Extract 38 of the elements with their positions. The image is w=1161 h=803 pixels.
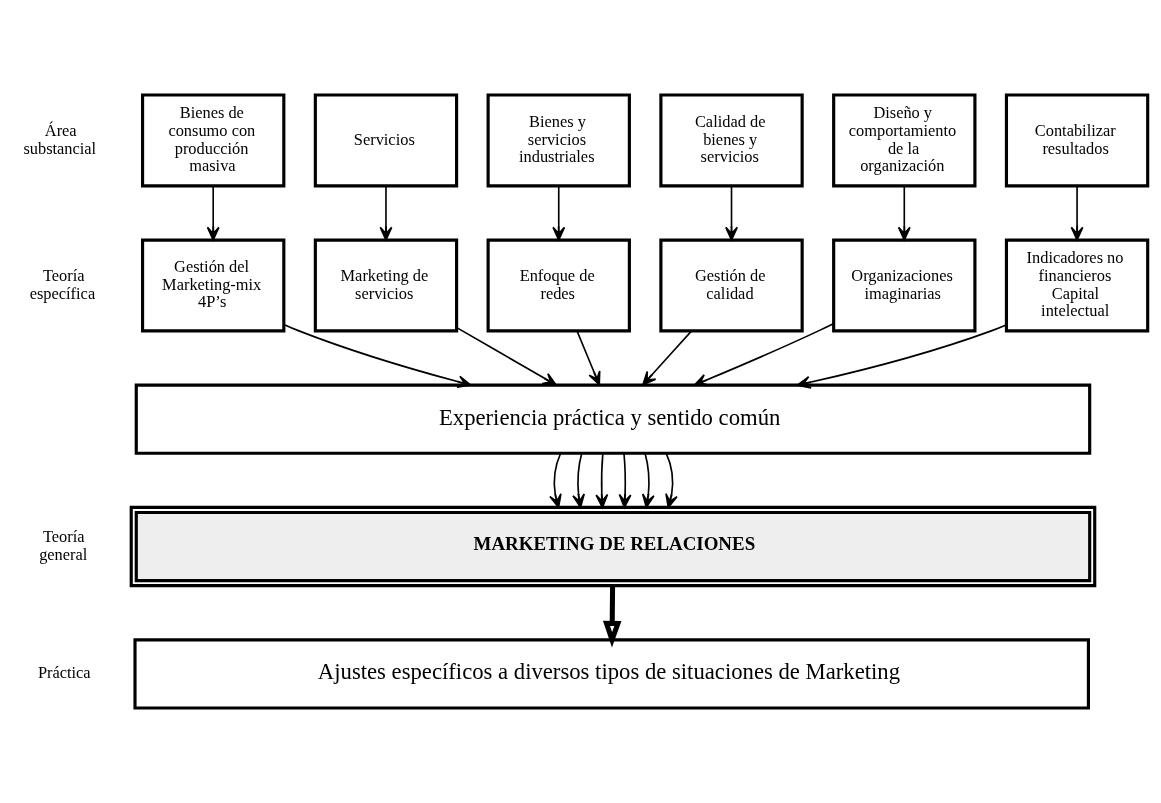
arrow <box>576 330 601 386</box>
arrow <box>693 322 835 387</box>
arrow <box>642 330 693 386</box>
arrow <box>897 185 911 241</box>
arrow <box>618 452 632 509</box>
arrow <box>572 452 585 509</box>
label: Área substancial <box>23 120 97 158</box>
label: Teoría general <box>39 526 88 564</box>
node-box: Contabilizar resultados <box>1004 93 1150 188</box>
node-box: Enfoque de redes <box>486 238 631 333</box>
arrow <box>725 185 739 241</box>
node-box: Diseño y comportamiento de la organización <box>832 93 977 188</box>
node-box: Bienes de consumo con producción masiva <box>141 93 286 188</box>
node-box: Organizaciones imaginarias <box>832 238 977 333</box>
node-box: Experiencia práctica y sentido común <box>134 383 1092 455</box>
arrow <box>283 323 472 389</box>
arrow <box>602 585 622 648</box>
arrow <box>552 185 566 241</box>
node-box: Calidad de bienes y servicios <box>659 93 804 188</box>
node-box: MARKETING DE RELACIONES <box>129 505 1097 588</box>
arrow <box>595 452 609 509</box>
label: Práctica <box>37 663 91 683</box>
node-box: Gestión del Marketing-mix 4P’s <box>141 238 286 333</box>
arrow <box>1070 185 1084 241</box>
node-box: Ajustes específicos a diversos tipos de situaciones de Marketing <box>133 638 1090 710</box>
label: Teoría específica <box>29 265 96 303</box>
arrow <box>641 452 655 509</box>
arrow <box>379 185 393 241</box>
arrow <box>206 185 220 241</box>
node-box: Gestión de calidad <box>659 238 804 333</box>
arrow <box>796 324 1007 389</box>
arrow <box>456 327 557 386</box>
node-box: Marketing de servicios <box>313 238 459 333</box>
arrow <box>549 452 562 509</box>
node-box: Bienes y servicios industriales <box>486 93 631 188</box>
arrow <box>665 452 678 509</box>
node-box: Servicios <box>313 93 459 188</box>
node-box: Indicadores no financieros Capital intelectual <box>1004 238 1150 333</box>
